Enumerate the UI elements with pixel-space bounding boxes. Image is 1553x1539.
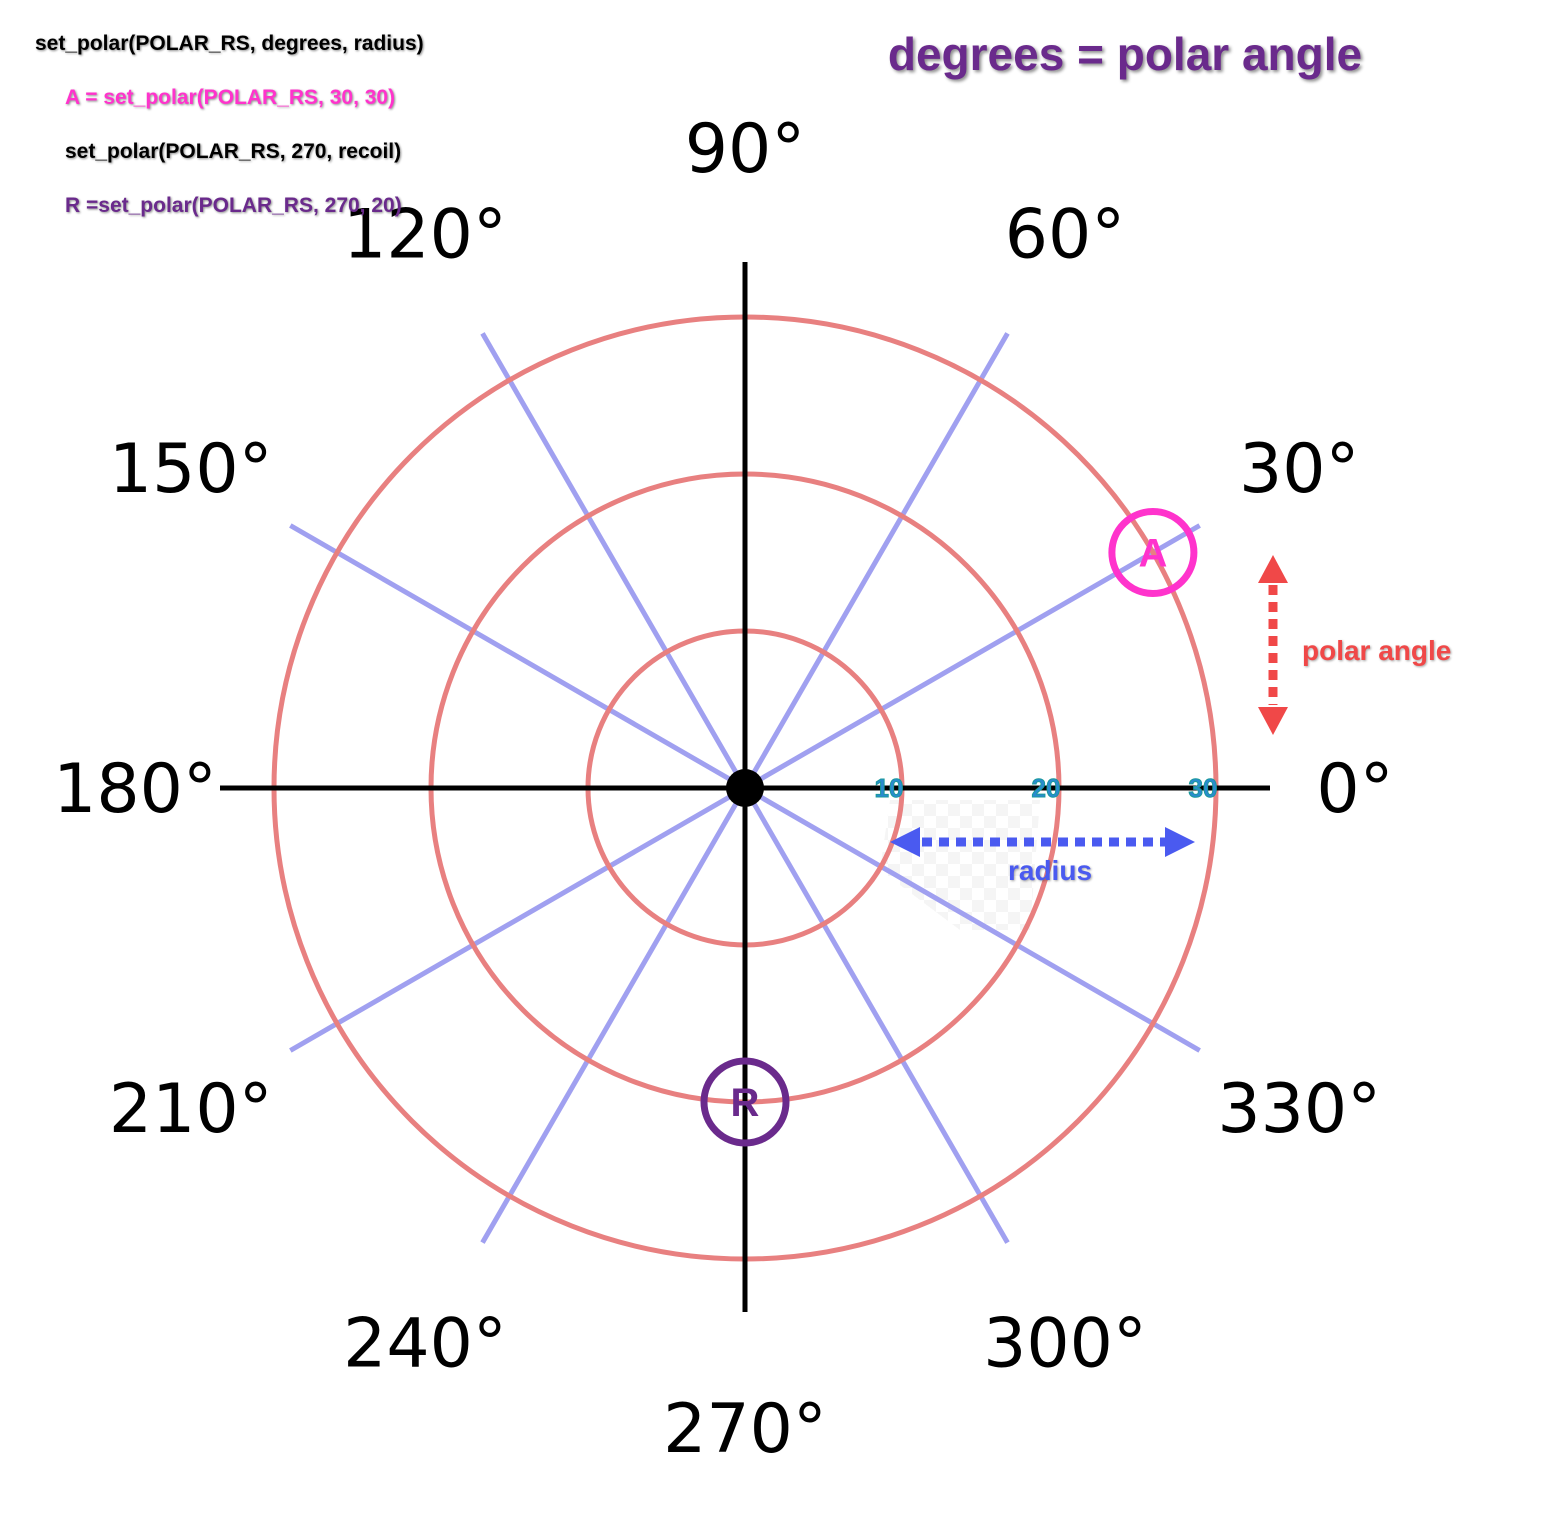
polar-angle-label: polar angle <box>1302 635 1451 666</box>
angle-label-90: 90° <box>685 110 806 189</box>
radius-tick-label: 30 <box>1189 773 1218 803</box>
radius-arrow <box>890 827 1195 857</box>
angle-label-0: 0° <box>1316 750 1393 829</box>
angle-label-60: 60° <box>1005 196 1126 275</box>
angle-labels: 0° 30° 60° 90° 120° 150° 180° 210° 240° 270° 300° 3… <box>53 110 1394 1469</box>
code-line-point-a: A = set_polar(POLAR_RS, 30, 30) <box>65 86 395 109</box>
angle-label-180: 180° <box>53 750 217 829</box>
point-a-label: A <box>1138 532 1167 576</box>
angle-label-300: 300° <box>983 1304 1147 1383</box>
angle-label-150: 150° <box>109 430 273 509</box>
angle-label-30: 30° <box>1239 430 1360 509</box>
code-line-point-r: R =set_polar(POLAR_RS, 270, 20) <box>65 194 402 217</box>
point-r-circle <box>700 1057 790 1147</box>
point-markers: AR <box>700 508 1198 1147</box>
code-line-recoil: set_polar(POLAR_RS, 270, recoil) <box>65 140 401 163</box>
radius-ticks: 10 20 30 <box>874 773 1218 804</box>
polar-angle-arrow <box>1258 555 1288 735</box>
angle-label-330: 330° <box>1217 1070 1381 1149</box>
point-a-circle <box>1108 508 1198 597</box>
point-r-label: R <box>731 1081 760 1125</box>
radius-label: radius <box>1008 855 1092 886</box>
diagram-title: degrees = polar angle <box>888 28 1362 80</box>
angle-label-240: 240° <box>343 1304 507 1383</box>
radius-tick-label: 20 <box>1032 773 1061 803</box>
radius-tick-label: 10 <box>875 773 904 803</box>
code-line-signature: set_polar(POLAR_RS, degrees, radius) <box>35 32 424 55</box>
origin-dot <box>726 769 764 807</box>
angle-label-270: 270° <box>663 1390 827 1469</box>
angle-label-210: 210° <box>109 1070 273 1149</box>
angle-label-120: 120° <box>343 196 507 275</box>
